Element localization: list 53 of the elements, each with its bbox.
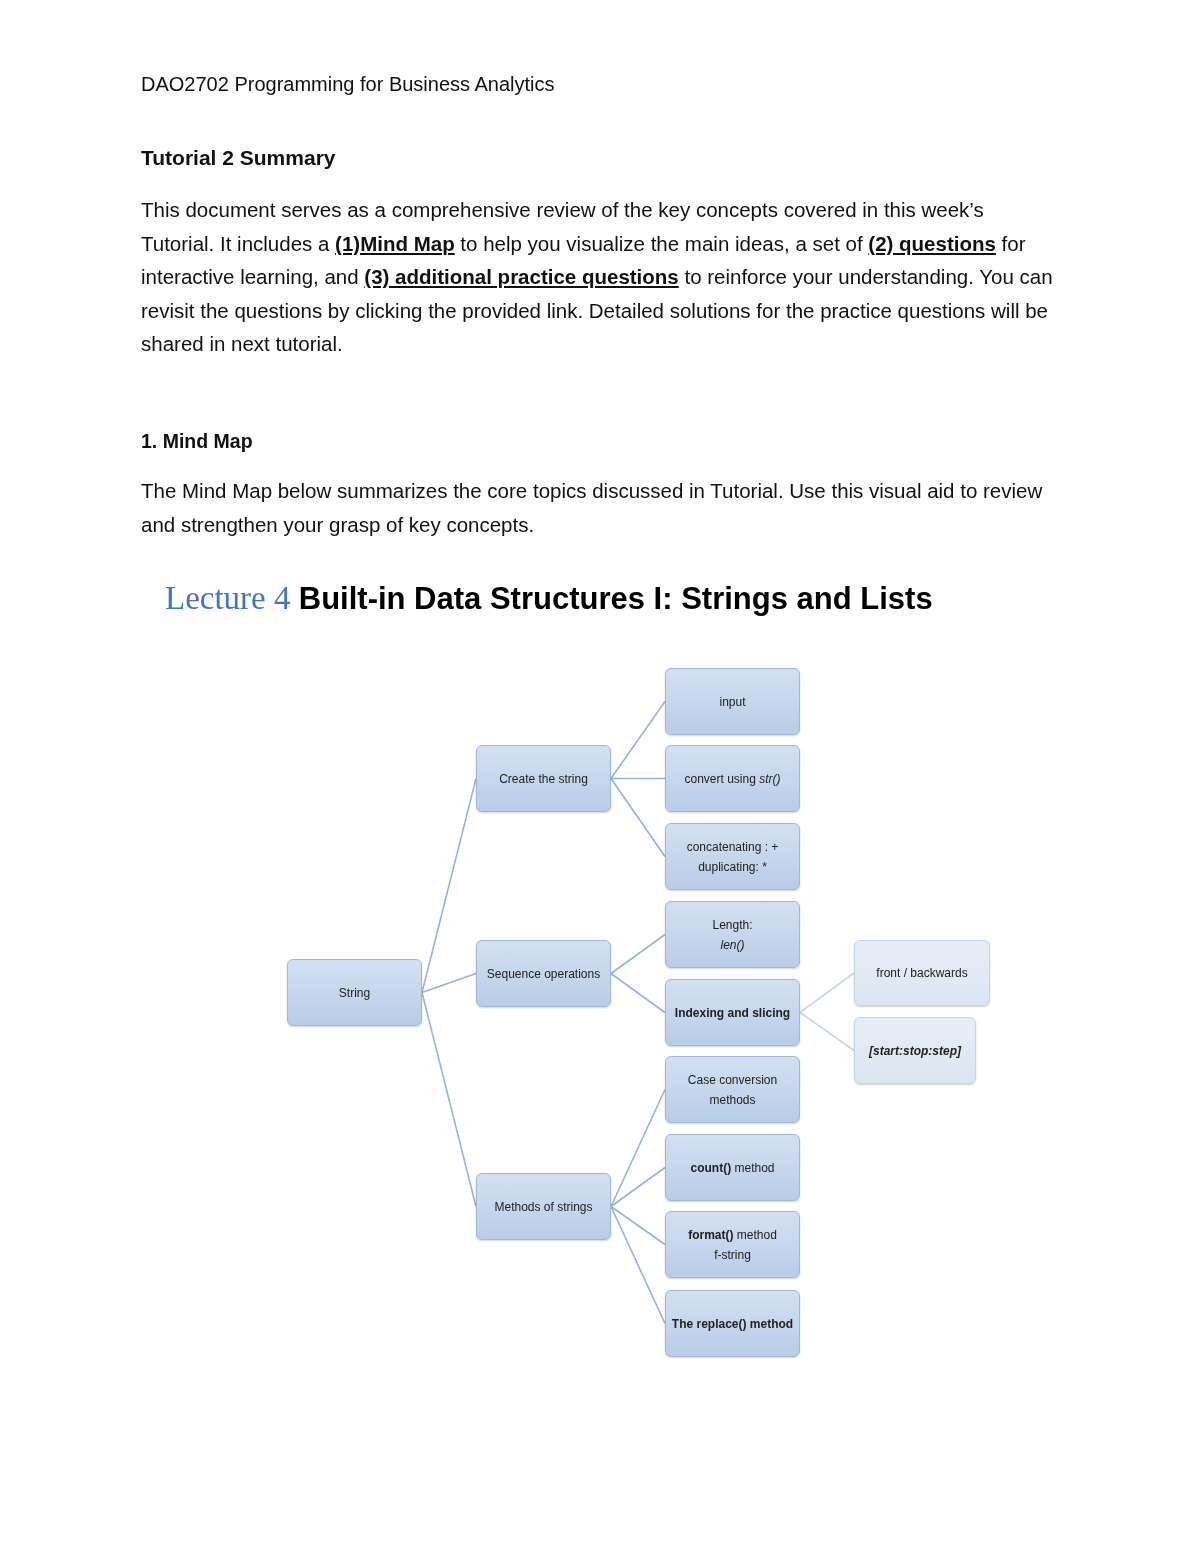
- node-label: convert using str(): [684, 770, 781, 788]
- paragraph: The Mind Map below summarizes the core topics discussed in Tutorial. Use this visual aid to review and strengthen your grasp of key concepts.: [141, 478, 1044, 538]
- node-label: count() method: [690, 1159, 775, 1177]
- node-label: format() method: [688, 1226, 777, 1244]
- connector-line: [421, 777, 477, 994]
- connector-line: [610, 1166, 666, 1208]
- topic-box: [665, 745, 800, 812]
- topic-box: [665, 901, 800, 968]
- page-header: DAO2702 Programming for Business Analytics: [141, 72, 555, 97]
- topic-box: [665, 1056, 800, 1123]
- node-label: duplicating: *: [698, 858, 767, 876]
- connector-line: [610, 1205, 666, 1246]
- topic-box: [665, 1134, 800, 1201]
- node-label: Sequence operations: [486, 965, 601, 983]
- connector-line: [421, 972, 477, 994]
- topic-box: [665, 1211, 800, 1278]
- node-label: Case conversion methods: [686, 1071, 779, 1109]
- node-label: f-string: [714, 1246, 751, 1264]
- section-heading: 1. Mind Map: [141, 429, 253, 454]
- connector-line: [610, 1088, 666, 1208]
- node-label: Indexing and slicing: [674, 1004, 791, 1022]
- node-label: Create the string: [499, 770, 588, 788]
- topic-box: [287, 959, 422, 1026]
- node-label: Length:: [712, 916, 753, 934]
- connector-line: [610, 1205, 666, 1325]
- topic-box: [854, 1017, 976, 1084]
- connector-line: [610, 777, 666, 858]
- node-label: [start:stop:step]: [869, 1042, 961, 1060]
- connector-line: [610, 700, 666, 780]
- topic-box: [476, 940, 611, 1007]
- node-label: input: [719, 693, 746, 711]
- node-label: The replace() method: [671, 1315, 794, 1333]
- connector-line: [610, 933, 666, 975]
- node-label: concatenating : +: [686, 838, 779, 856]
- node-label: len(): [720, 936, 745, 954]
- connector-line: [421, 991, 477, 1208]
- topic-box: [665, 668, 800, 735]
- node-label: front / backwards: [876, 965, 968, 982]
- section-heading: Tutorial 2 Summary: [141, 145, 336, 171]
- topic-box: [476, 745, 611, 812]
- topic-box: [665, 1290, 800, 1357]
- connector-line: [610, 972, 666, 1014]
- node-label: Methods of strings: [494, 1198, 593, 1216]
- connector-line: [610, 777, 666, 780]
- topic-box: [476, 1173, 611, 1240]
- diagram-title: Lecture 4 Built-in Data Structures I: Strings and Lists: [165, 579, 933, 618]
- connector-line: [799, 972, 855, 1014]
- topic-box: [665, 823, 800, 890]
- node-label: String: [338, 984, 371, 1002]
- paragraph: This document serves as a comprehensive review of the key concepts covered in this week’s Tutorial. It includes a (1)Mind Map to help you visualize the main ideas, a set of (2) questions for interactive learning, and (3) additional practice questions to reinforce your understanding. You can revisit the questions by clicking the provided link. Detailed solutions for the practice questions will be shared in next tutorial.: [141, 197, 1054, 357]
- topic-box: [854, 940, 990, 1006]
- connector-line: [799, 1011, 855, 1052]
- topic-box: [665, 979, 800, 1046]
